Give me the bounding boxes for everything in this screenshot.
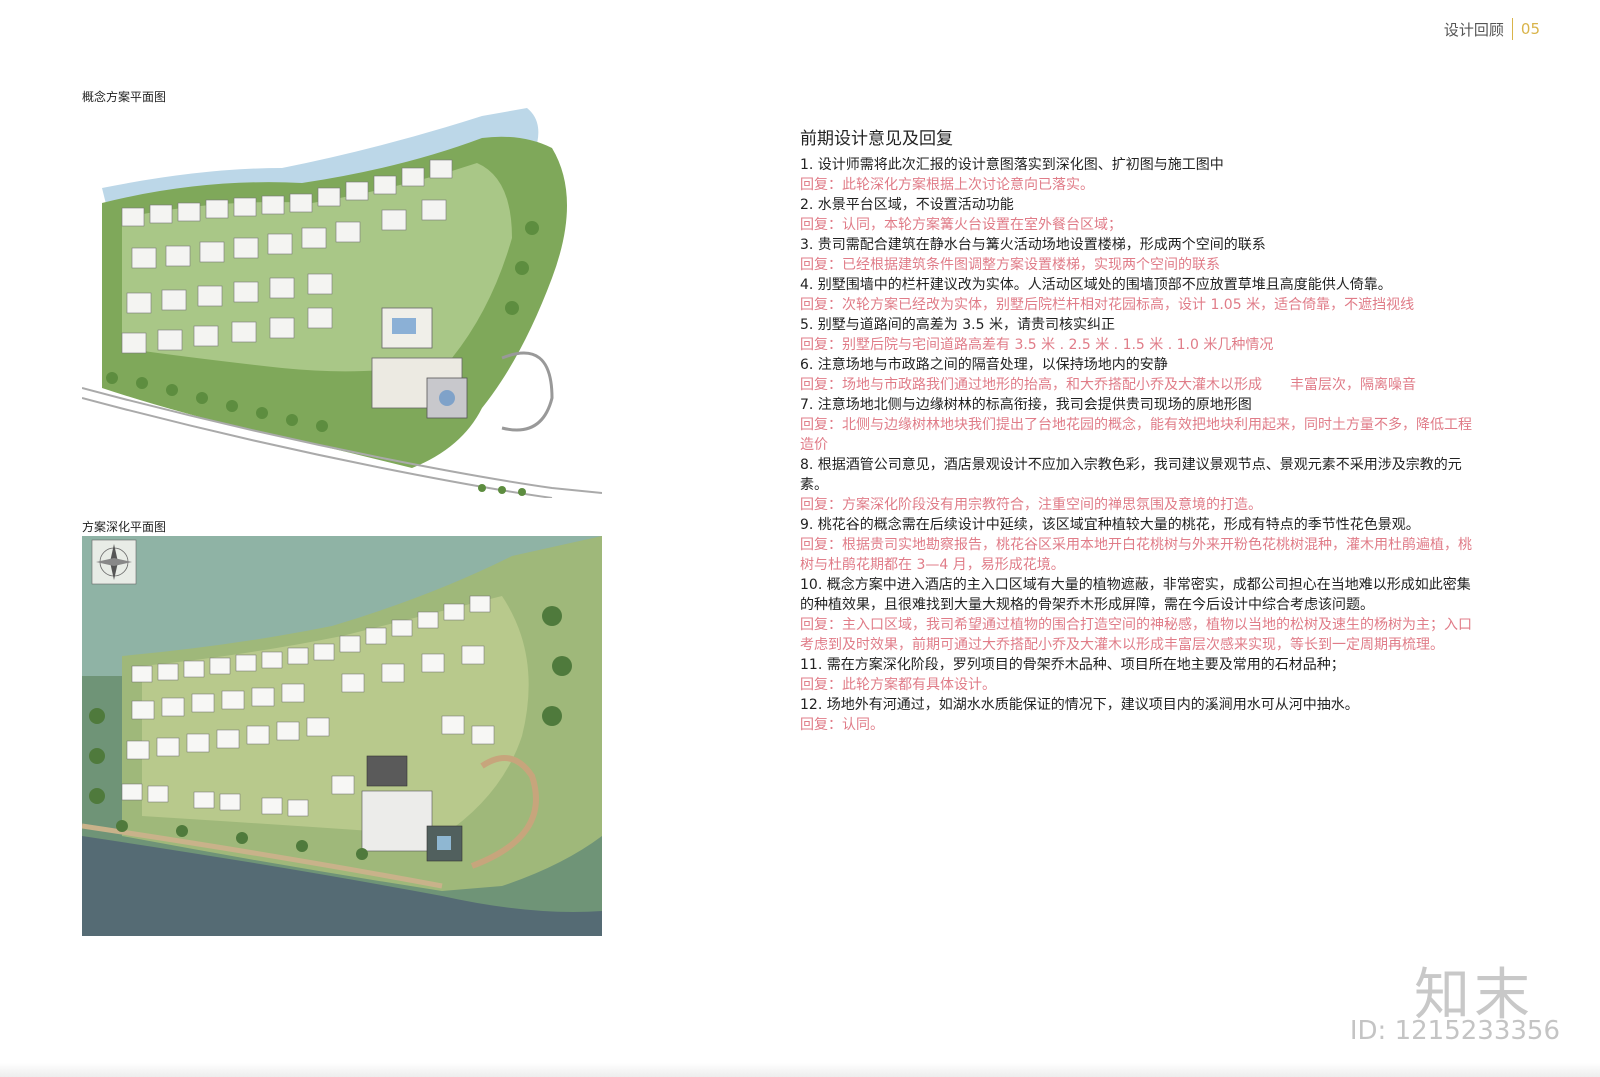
concept-plan-image <box>82 108 602 498</box>
note-reply: 回复：认同，本轮方案篝火台设置在室外餐台区域； <box>800 217 1122 233</box>
compass-icon <box>91 539 137 585</box>
page-number: 05 <box>1520 20 1540 38</box>
notes-title: 前期设计意见及回复 <box>800 129 953 149</box>
note-comment: 1. 设计师需将此次汇报的设计意图落实到深化图、扩初图与施工图中 <box>800 157 1224 173</box>
note-item: 8. 根据酒管公司意见，酒店景观设计不应加入宗教色彩，我司建议景观节点、景观元素… <box>800 455 1480 515</box>
developed-plan-image <box>82 536 602 936</box>
note-reply: 回复：场地与市政路我们通过地形的抬高，和大乔搭配小乔及大灌木以形成 丰富层次，隔… <box>800 377 1416 393</box>
concept-plan-caption: 概念方案平面图 <box>82 90 167 104</box>
watermark-logo: 知末 <box>1414 963 1534 1028</box>
note-reply: 回复：别墅后院与宅间道路高差有 3.5 米 . 2.5 米 . 1.5 米 . … <box>800 337 1274 353</box>
note-comment: 9. 桃花谷的概念需在后续设计中延续，该区域宜种植较大量的桃花，形成有特点的季节… <box>800 517 1420 533</box>
note-comment: 2. 水景平台区域，不设置活动功能 <box>800 197 1014 213</box>
note-reply: 回复：次轮方案已经改为实体，别墅后院栏杆相对花园标高，设计 1.05 米，适合倚… <box>800 297 1415 313</box>
note-comment: 4. 别墅围墙中的栏杆建议改为实体。人活动区域处的围墙顶部不应放置草堆且高度能供… <box>800 277 1392 293</box>
note-reply: 回复：方案深化阶段没有用宗教符合，注重空间的禅思氛围及意境的打造。 <box>800 497 1262 513</box>
note-comment: 3. 贵司需配合建筑在静水台与篝火活动场地设置楼梯，形成两个空间的联系 <box>800 237 1266 253</box>
note-reply: 回复：此轮深化方案根据上次讨论意向已落实。 <box>800 177 1094 193</box>
section-title: 设计回顾 <box>1443 20 1504 39</box>
note-reply: 回复：主入口区域，我司希望通过植物的围合打造空间的神秘感，植物以当地的松树及速生… <box>800 617 1472 653</box>
design-notes: 前期设计意见及回复 1. 设计师需将此次汇报的设计意图落实到深化图、扩初图与施工… <box>800 124 1480 735</box>
note-comment: 6. 注意场地与市政路之间的隔音处理，以保持场地内的安静 <box>800 357 1168 373</box>
page-header: 设计回顾 05 <box>1444 18 1540 40</box>
note-item: 12. 场地外有河通过，如湖水水质能保证的情况下，建议项目内的溪涧用水可从河中抽… <box>800 695 1480 735</box>
note-comment: 10. 概念方案中进入酒店的主入口区域有大量的植物遮蔽，非常密实，成都公司担心在… <box>800 577 1471 613</box>
note-item: 2. 水景平台区域，不设置活动功能回复：认同，本轮方案篝火台设置在室外餐台区域； <box>800 195 1480 235</box>
note-comment: 8. 根据酒管公司意见，酒店景观设计不应加入宗教色彩，我司建议景观节点、景观元素… <box>800 457 1462 493</box>
note-reply: 回复：认同。 <box>800 717 884 733</box>
note-reply: 回复：根据贵司实地勘察报告，桃花谷区采用本地开白花桃树与外来开粉色花桃树混种，灌… <box>800 537 1472 573</box>
note-reply: 回复：此轮方案都有具体设计。 <box>800 677 996 693</box>
note-comment: 11. 需在方案深化阶段，罗列项目的骨架乔木品种、项目所在地主要及常用的石材品种… <box>800 657 1345 673</box>
note-item: 6. 注意场地与市政路之间的隔音处理，以保持场地内的安静回复：场地与市政路我们通… <box>800 355 1480 395</box>
watermark-id: ID: 1215233356 <box>1349 1016 1560 1046</box>
note-item: 11. 需在方案深化阶段，罗列项目的骨架乔木品种、项目所在地主要及常用的石材品种… <box>800 655 1480 695</box>
note-item: 5. 别墅与道路间的高差为 3.5 米，请贵司核实纠正回复：别墅后院与宅间道路高… <box>800 315 1480 355</box>
note-item: 9. 桃花谷的概念需在后续设计中延续，该区域宜种植较大量的桃花，形成有特点的季节… <box>800 515 1480 575</box>
note-item: 4. 别墅围墙中的栏杆建议改为实体。人活动区域处的围墙顶部不应放置草堆且高度能供… <box>800 275 1480 315</box>
note-item: 7. 注意场地北侧与边缘树林的标高衔接，我司会提供贵司现场的原地形图回复：北侧与… <box>800 395 1480 455</box>
header-divider <box>1511 18 1513 40</box>
note-item: 1. 设计师需将此次汇报的设计意图落实到深化图、扩初图与施工图中回复：此轮深化方… <box>800 155 1480 195</box>
note-comment: 12. 场地外有河通过，如湖水水质能保证的情况下，建议项目内的溪涧用水可从河中抽… <box>800 697 1359 713</box>
developed-plan-caption: 方案深化平面图 <box>82 520 167 534</box>
note-comment: 5. 别墅与道路间的高差为 3.5 米，请贵司核实纠正 <box>800 317 1115 333</box>
page-fold-shadow <box>0 1063 1600 1077</box>
note-item: 10. 概念方案中进入酒店的主入口区域有大量的植物遮蔽，非常密实，成都公司担心在… <box>800 575 1480 655</box>
note-comment: 7. 注意场地北侧与边缘树林的标高衔接，我司会提供贵司现场的原地形图 <box>800 397 1252 413</box>
note-reply: 回复：北侧与边缘树林地块我们提出了台地花园的概念，能有效把地块利用起来，同时土方… <box>800 417 1472 453</box>
note-reply: 回复：已经根据建筑条件图调整方案设置楼梯，实现两个空间的联系 <box>800 257 1220 273</box>
note-item: 3. 贵司需配合建筑在静水台与篝火活动场地设置楼梯，形成两个空间的联系回复：已经… <box>800 235 1480 275</box>
